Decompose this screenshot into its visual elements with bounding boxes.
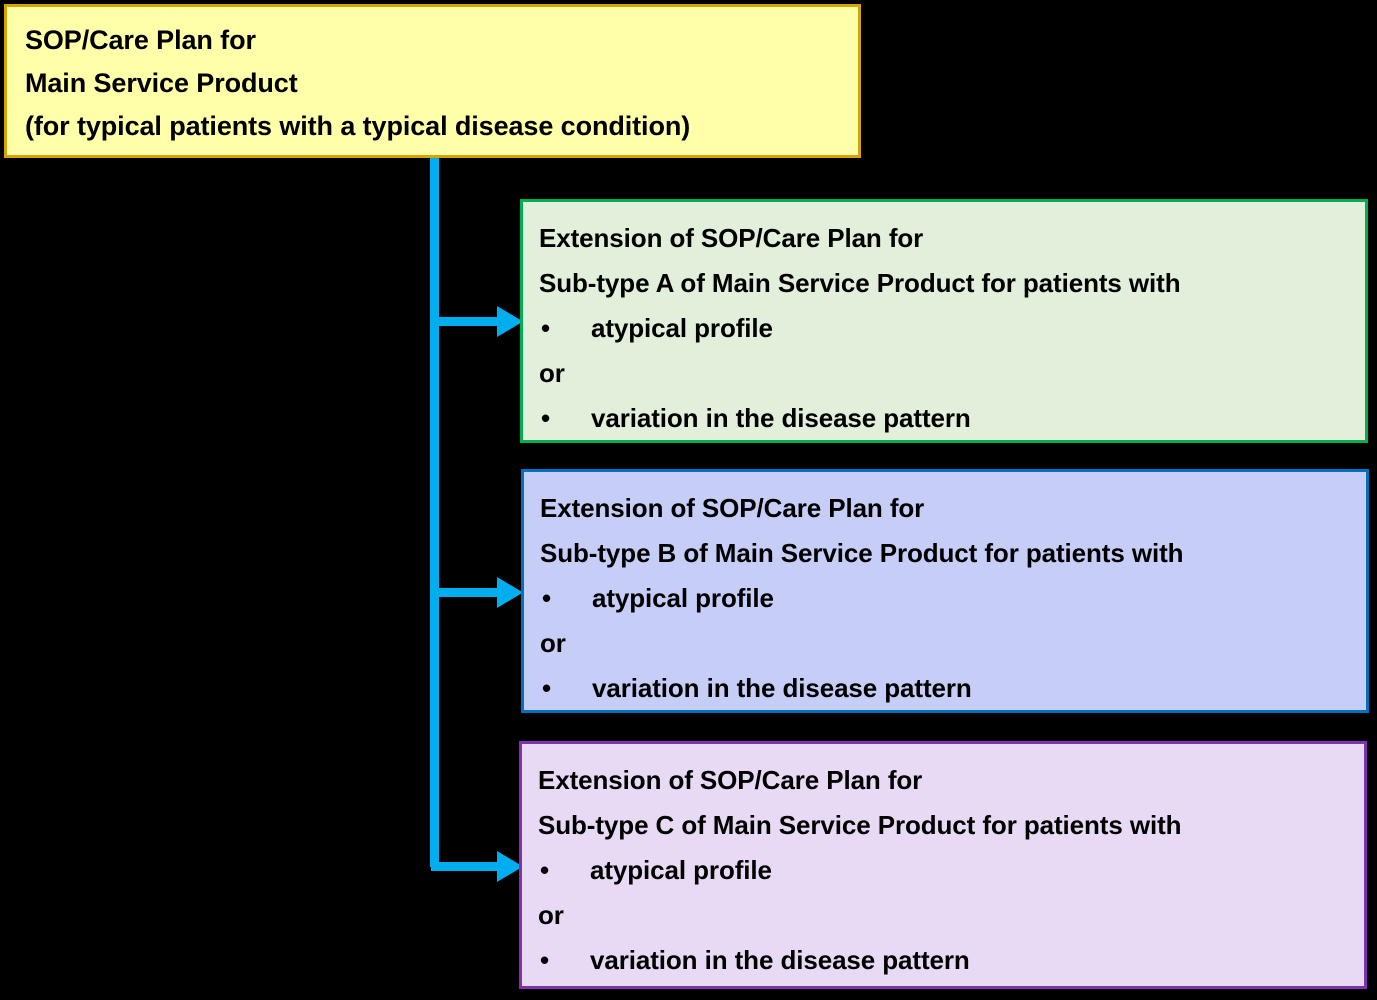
ext-b-heading-line-2: Sub-type B of Main Service Product for p…: [540, 538, 1184, 568]
main-box-line-1: SOP/Care Plan for: [25, 25, 256, 55]
ext-b-bullet-2-text: variation in the disease pattern: [592, 673, 972, 703]
ext-b-bullet-1: • atypical profile: [540, 576, 1356, 621]
ext-a-heading-line-2: Sub-type A of Main Service Product for p…: [539, 268, 1181, 298]
ext-c-bullet-1: • atypical profile: [538, 848, 1354, 893]
ext-a-bullet-1: • atypical profile: [539, 306, 1355, 351]
bullet-dot-icon: •: [541, 403, 551, 433]
main-box-line-3: (for typical patients with a typical dis…: [25, 111, 691, 141]
ext-b-heading-line-1: Extension of SOP/Care Plan for: [540, 493, 925, 523]
extension-box-sub-type-b: Extension of SOP/Care Plan for Sub-type …: [521, 469, 1369, 713]
ext-c-bullet-1-text: atypical profile: [590, 855, 772, 885]
extension-box-sub-type-a: Extension of SOP/Care Plan for Sub-type …: [520, 199, 1368, 443]
ext-a-bullet-2-text: variation in the disease pattern: [591, 403, 971, 433]
ext-b-bullet-1-text: atypical profile: [592, 583, 774, 613]
ext-b-conjunction: or: [540, 628, 566, 658]
ext-a-bullet-2: • variation in the disease pattern: [539, 396, 1355, 441]
ext-b-bullet-2: • variation in the disease pattern: [540, 666, 1356, 711]
main-box-line-2: Main Service Product: [25, 68, 298, 98]
bullet-dot-icon: •: [542, 583, 552, 613]
bullet-dot-icon: •: [542, 673, 552, 703]
arrowhead-b: [497, 577, 523, 608]
ext-c-conjunction: or: [538, 900, 564, 930]
bullet-dot-icon: •: [540, 945, 550, 975]
ext-c-bullet-2: • variation in the disease pattern: [538, 938, 1354, 983]
ext-c-heading-line-2: Sub-type C of Main Service Product for p…: [538, 810, 1182, 840]
ext-c-bullet-2-text: variation in the disease pattern: [590, 945, 970, 975]
bullet-dot-icon: •: [540, 855, 550, 885]
main-service-product-box: SOP/Care Plan for Main Service Product (…: [4, 4, 861, 158]
ext-c-heading-line-1: Extension of SOP/Care Plan for: [538, 765, 923, 795]
ext-a-heading-line-1: Extension of SOP/Care Plan for: [539, 223, 924, 253]
ext-a-bullet-1-text: atypical profile: [591, 313, 773, 343]
ext-a-conjunction: or: [539, 358, 565, 388]
extension-box-sub-type-c: Extension of SOP/Care Plan for Sub-type …: [519, 741, 1367, 989]
bullet-dot-icon: •: [541, 313, 551, 343]
